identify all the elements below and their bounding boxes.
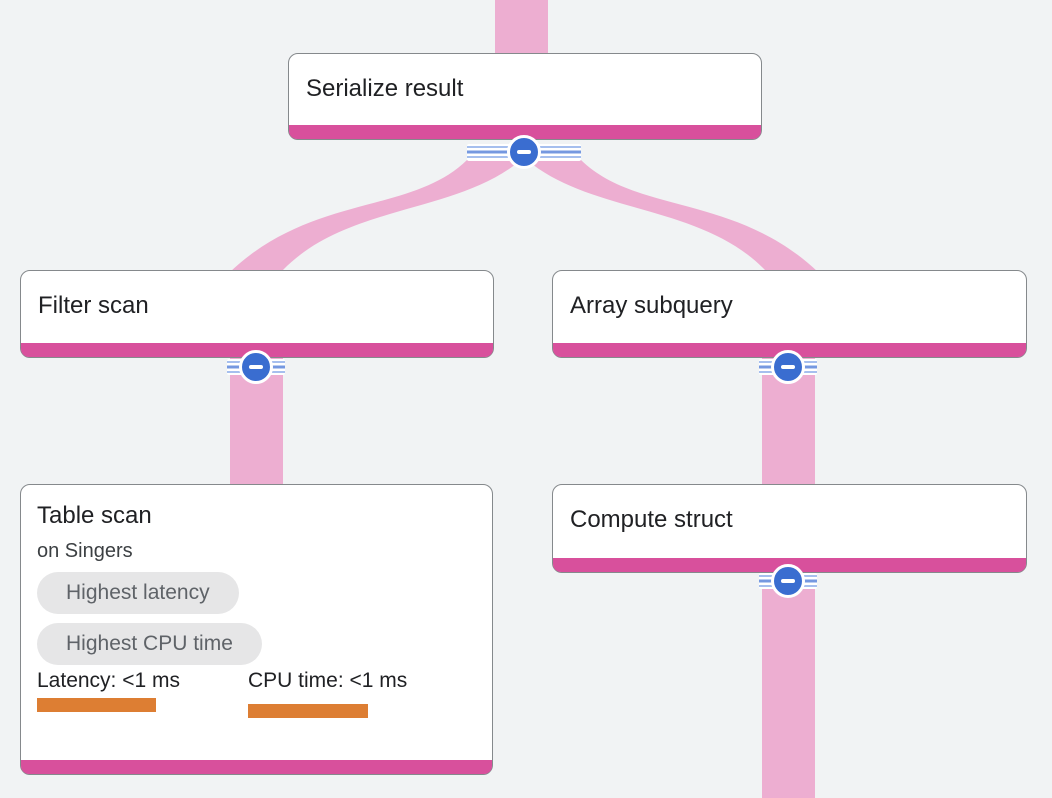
metric-cpu: CPU time: <1 ms [248,669,459,718]
metric-latency: Latency: <1 ms [37,669,248,712]
badge-highest-latency: Highest latency [37,572,239,614]
node-filter-scan[interactable]: Filter scan [20,270,494,358]
node-serialize-result[interactable]: Serialize result [288,53,762,140]
metric-latency-bar [37,698,156,712]
node-table-scan[interactable]: Table scan on Singers Highest latency Hi… [20,484,493,775]
collapse-button-filter[interactable] [239,350,273,384]
node-title: Table scan [37,502,152,529]
node-compute-struct[interactable]: Compute struct [552,484,1027,573]
metric-cpu-bar [248,704,368,718]
minus-icon [517,150,531,154]
badge-highest-cpu-time: Highest CPU time [37,623,262,665]
edge-serialize-to-array [527,160,818,276]
node-title: Filter scan [38,292,149,319]
node-array-subquery[interactable]: Array subquery [552,270,1027,358]
node-title: Array subquery [570,292,733,319]
collapse-button-array[interactable] [771,350,805,384]
metric-latency-label: Latency: <1 ms [37,669,180,692]
edge-into-serialize [495,0,548,56]
edge-serialize-to-filter [230,160,521,276]
node-subtitle: on Singers [37,540,133,562]
edge-out-of-compute [762,572,815,798]
collapse-button-compute[interactable] [771,564,805,598]
collapse-button-serialize[interactable] [507,135,541,169]
minus-icon [781,365,795,369]
node-title: Compute struct [570,506,733,533]
minus-icon [249,365,263,369]
minus-icon [781,579,795,583]
node-title: Serialize result [306,75,464,102]
metrics-row: Latency: <1 ms CPU time: <1 ms [37,669,474,718]
metric-cpu-label: CPU time: <1 ms [248,669,408,692]
